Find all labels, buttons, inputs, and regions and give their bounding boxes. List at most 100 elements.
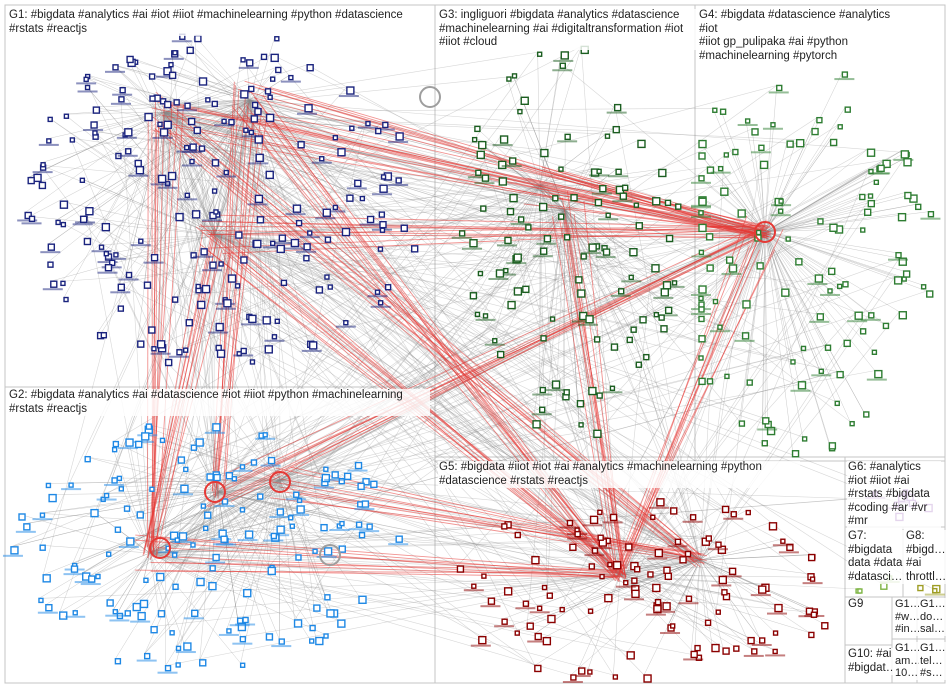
node <box>606 213 610 217</box>
node <box>107 552 111 556</box>
node-label-mark <box>621 280 641 282</box>
node <box>244 128 248 132</box>
node <box>838 125 842 129</box>
node <box>724 153 728 157</box>
node <box>308 231 312 235</box>
node <box>918 586 923 591</box>
node <box>819 369 823 373</box>
node <box>137 512 143 518</box>
node-label-mark <box>65 616 85 618</box>
node <box>281 280 286 285</box>
node <box>811 612 816 617</box>
node <box>861 228 865 232</box>
node <box>699 307 704 312</box>
node <box>262 54 267 59</box>
node <box>844 340 850 346</box>
node <box>504 269 508 273</box>
node-label-mark <box>177 109 197 111</box>
node <box>362 501 368 507</box>
node <box>165 102 171 108</box>
node <box>655 550 662 557</box>
node <box>174 100 179 105</box>
node <box>46 483 50 487</box>
node <box>229 275 236 282</box>
node <box>115 659 120 664</box>
node <box>64 298 68 302</box>
node-label-mark <box>660 632 680 634</box>
node <box>84 239 90 245</box>
node <box>47 139 51 143</box>
node <box>860 194 865 199</box>
node <box>176 663 180 667</box>
node-label-mark <box>765 654 785 656</box>
node <box>102 224 109 231</box>
node <box>158 611 164 617</box>
node <box>145 654 150 659</box>
node <box>289 76 293 80</box>
node <box>254 240 261 247</box>
node <box>757 263 763 269</box>
node <box>484 314 488 318</box>
node-label-mark <box>169 356 189 358</box>
node <box>379 301 383 305</box>
node <box>396 536 402 542</box>
node <box>479 142 486 149</box>
node <box>760 638 765 643</box>
node <box>141 600 148 607</box>
node <box>769 523 776 530</box>
edges <box>11 34 933 675</box>
node <box>842 72 847 77</box>
node <box>345 473 351 479</box>
node-label-mark <box>312 162 332 164</box>
node <box>60 612 67 619</box>
node <box>928 212 933 217</box>
node <box>532 557 539 564</box>
node-label-mark <box>773 544 793 546</box>
node <box>294 492 299 497</box>
node-label-mark <box>474 182 494 184</box>
node <box>809 632 814 637</box>
node <box>699 378 705 384</box>
node-label-mark <box>43 288 63 290</box>
node <box>269 458 275 464</box>
node <box>829 268 835 274</box>
node <box>457 566 463 572</box>
node <box>719 167 723 171</box>
node-label-mark <box>771 214 791 216</box>
node <box>379 212 384 217</box>
edge <box>279 480 280 639</box>
node-label-mark <box>263 539 283 541</box>
node-label-mark <box>182 165 202 167</box>
node <box>371 481 377 487</box>
node <box>881 583 887 589</box>
node <box>113 610 117 614</box>
node <box>160 438 164 442</box>
node <box>721 188 728 195</box>
node <box>699 286 706 293</box>
node <box>175 538 179 542</box>
node-label-mark <box>230 624 250 626</box>
node <box>686 596 691 601</box>
node <box>699 141 706 148</box>
node <box>654 313 658 317</box>
node <box>277 245 284 252</box>
node <box>127 273 132 278</box>
node <box>691 651 697 657</box>
node <box>835 401 839 405</box>
node <box>613 675 617 679</box>
node <box>213 189 217 193</box>
node <box>510 195 517 202</box>
node-label-mark <box>97 499 117 501</box>
node <box>591 516 598 523</box>
node-label-mark <box>452 237 472 239</box>
node <box>249 315 256 322</box>
node <box>652 265 659 272</box>
node <box>325 548 332 555</box>
node <box>70 138 74 142</box>
node <box>136 441 142 447</box>
node <box>747 380 752 385</box>
node <box>644 355 649 360</box>
node <box>629 275 633 279</box>
node <box>166 666 171 671</box>
node <box>396 133 403 140</box>
